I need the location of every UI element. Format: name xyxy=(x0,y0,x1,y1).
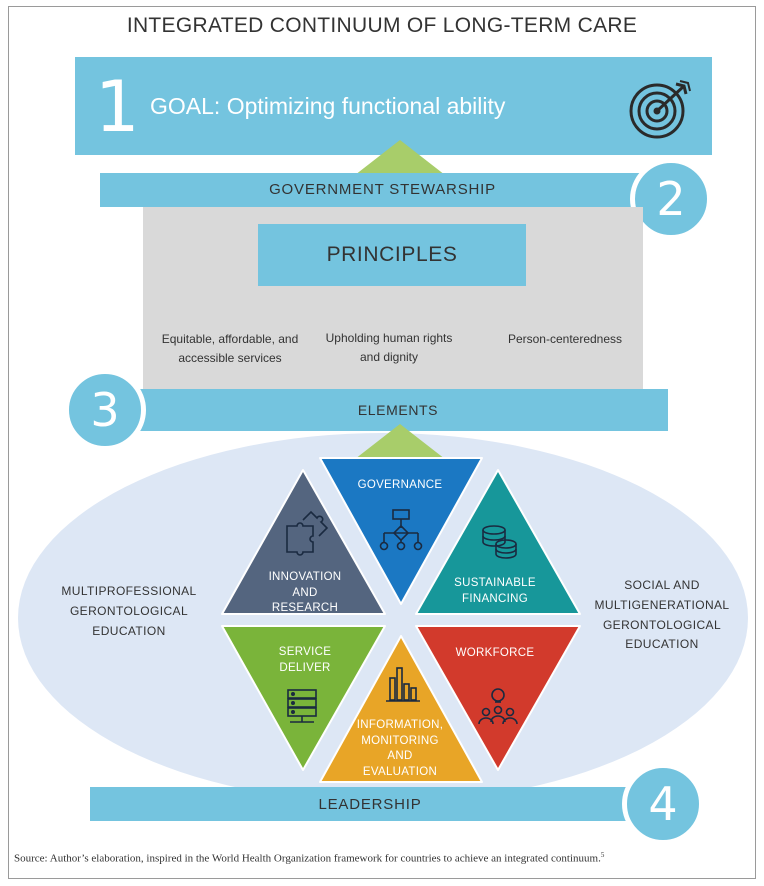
principles-heading: PRINCIPLES xyxy=(258,224,526,286)
segment-line: EVALUATION xyxy=(362,765,438,778)
team-idea-icon xyxy=(478,688,518,725)
puzzle-icon xyxy=(286,510,329,556)
stewardship-band xyxy=(100,173,685,207)
stewardship-label: GOVERNMENT STEWARSHIP xyxy=(269,181,496,198)
goal-text: GOAL: Optimizing functional ability xyxy=(150,93,506,119)
multiprofessional-education: MULTIPROFESSIONAL GERONTOLOGICAL EDUCATI… xyxy=(42,582,216,641)
segment-line: SERVICE xyxy=(278,646,332,658)
org-chart-icon xyxy=(379,509,423,551)
segment-governance xyxy=(319,457,483,605)
label-governance: GOVERNANCE xyxy=(325,478,475,494)
principle-person-centeredness: Person-centeredness xyxy=(493,330,637,349)
segment-line: GOVERNANCE xyxy=(357,479,443,491)
education-line: MULTIGENERATIONAL xyxy=(594,597,730,612)
education-line: EDUCATION xyxy=(625,637,699,652)
elements-band xyxy=(128,389,668,431)
number-2-badge: 2 xyxy=(630,158,712,240)
diagram-title: INTEGRATED CONTINUUM OF LONG-TERM CARE xyxy=(126,14,638,37)
coins-icon xyxy=(482,525,517,559)
social-education: SOCIAL AND MULTIGENERATIONAL GERONTOLOGI… xyxy=(582,576,742,655)
server-icon xyxy=(287,689,317,723)
segment-line: AND xyxy=(387,750,413,763)
number-3-badge: 3 xyxy=(64,369,146,451)
principle-human-rights: Upholding human rights and dignity xyxy=(316,329,462,366)
segment-line: MONITORING xyxy=(361,734,439,747)
principle-line: and dignity xyxy=(359,349,419,364)
target-icon xyxy=(629,80,691,139)
source-footnote: 5 xyxy=(600,851,605,859)
leadership-band xyxy=(90,787,660,821)
segment-line: DELIVER xyxy=(279,661,331,674)
number-4-badge: 4 xyxy=(622,763,704,845)
segment-line: SUSTAINABLE xyxy=(454,577,536,589)
education-line: EDUCATION xyxy=(92,623,166,638)
upward-arrow-2 xyxy=(355,424,445,459)
segment-information xyxy=(319,635,483,783)
education-line: MULTIPROFESSIONAL xyxy=(61,584,197,598)
segment-line: AND xyxy=(292,586,318,599)
bar-chart-icon xyxy=(386,667,420,702)
segment-line: RESEARCH xyxy=(271,602,339,615)
segment-line: INFORMATION, xyxy=(356,719,444,731)
principle-line: accessible services xyxy=(178,350,282,365)
principle-line: Equitable, affordable, and xyxy=(161,332,299,346)
source-caption: Source: Author’s elaboration, inspired i… xyxy=(14,851,754,865)
segment-line: FINANCING xyxy=(462,592,528,605)
segment-line: INNOVATION xyxy=(268,571,342,583)
leadership-label: LEADERSHIP xyxy=(318,796,422,813)
education-line: GERONTOLOGICAL xyxy=(602,617,722,632)
segment-innovation xyxy=(221,469,386,615)
label-financing: SUSTAINABLE FINANCING xyxy=(440,576,550,607)
label-service: SERVICE DELIVER xyxy=(250,645,360,676)
principle-line: Upholding human rights xyxy=(325,331,453,345)
elements-label: ELEMENTS xyxy=(357,402,439,418)
label-innovation: INNOVATION AND RESEARCH xyxy=(240,570,370,617)
goal-band xyxy=(75,57,712,155)
principle-line: Person-centeredness xyxy=(507,332,623,346)
upward-arrow-1 xyxy=(355,140,445,175)
goal-number: 1 xyxy=(95,66,140,148)
label-information: INFORMATION, MONITORING AND EVALUATION xyxy=(340,718,460,780)
education-line: GERONTOLOGICAL xyxy=(69,603,189,618)
source-text: Source: Author’s elaboration, inspired i… xyxy=(14,852,601,865)
figure-frame xyxy=(8,6,756,879)
education-line: SOCIAL AND xyxy=(624,578,700,592)
principle-equitable: Equitable, affordable, and accessible se… xyxy=(150,330,310,367)
label-workforce: WORKFORCE xyxy=(440,646,550,662)
segment-line: WORKFORCE xyxy=(455,647,535,659)
segment-workforce xyxy=(415,625,581,771)
